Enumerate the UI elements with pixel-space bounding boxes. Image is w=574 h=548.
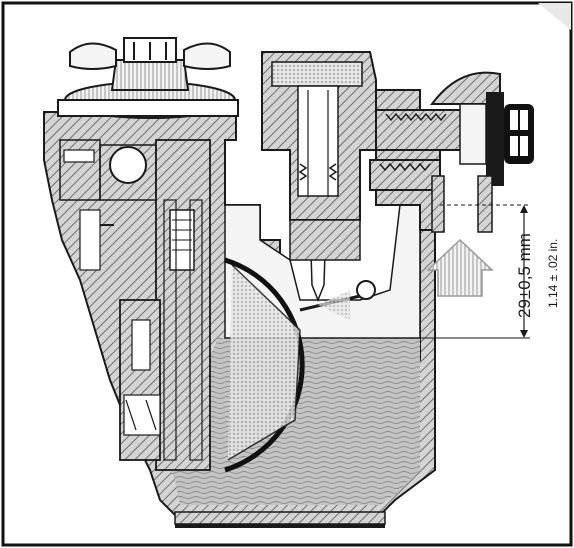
float-pivot: [356, 280, 376, 300]
dim-arrow-top: [520, 205, 528, 213]
fuel-hose-fitting: [504, 104, 534, 164]
wing-nut-cap: [57, 37, 239, 119]
main-jet-assembly: [59, 139, 211, 471]
banjo-cap: [271, 61, 363, 87]
bottom-plate: [174, 511, 386, 525]
dimension-metric-label: 29±0,5 mm: [515, 233, 534, 318]
float-arm: [227, 264, 301, 461]
dim-arrow-bottom: [520, 330, 528, 338]
valve-spring: [298, 163, 338, 181]
wing-left: [69, 42, 117, 70]
fuel-level-dimension: 29±0,5 mm 1.14 ± .02 in.: [420, 204, 560, 339]
float: [224, 257, 305, 473]
inlet-flange: [486, 92, 504, 186]
fuel-spray: [318, 290, 350, 320]
page-corner: [538, 3, 571, 30]
air-passage: [109, 146, 147, 184]
fuel-flow-arrow: [318, 238, 494, 320]
fuel-inlet: [369, 71, 534, 233]
wing-right: [183, 42, 231, 70]
inlet-dome: [430, 71, 501, 105]
dimension-imperial-label: 1.14 ± .02 in.: [546, 239, 560, 308]
needle-valve-housing: [261, 51, 377, 312]
